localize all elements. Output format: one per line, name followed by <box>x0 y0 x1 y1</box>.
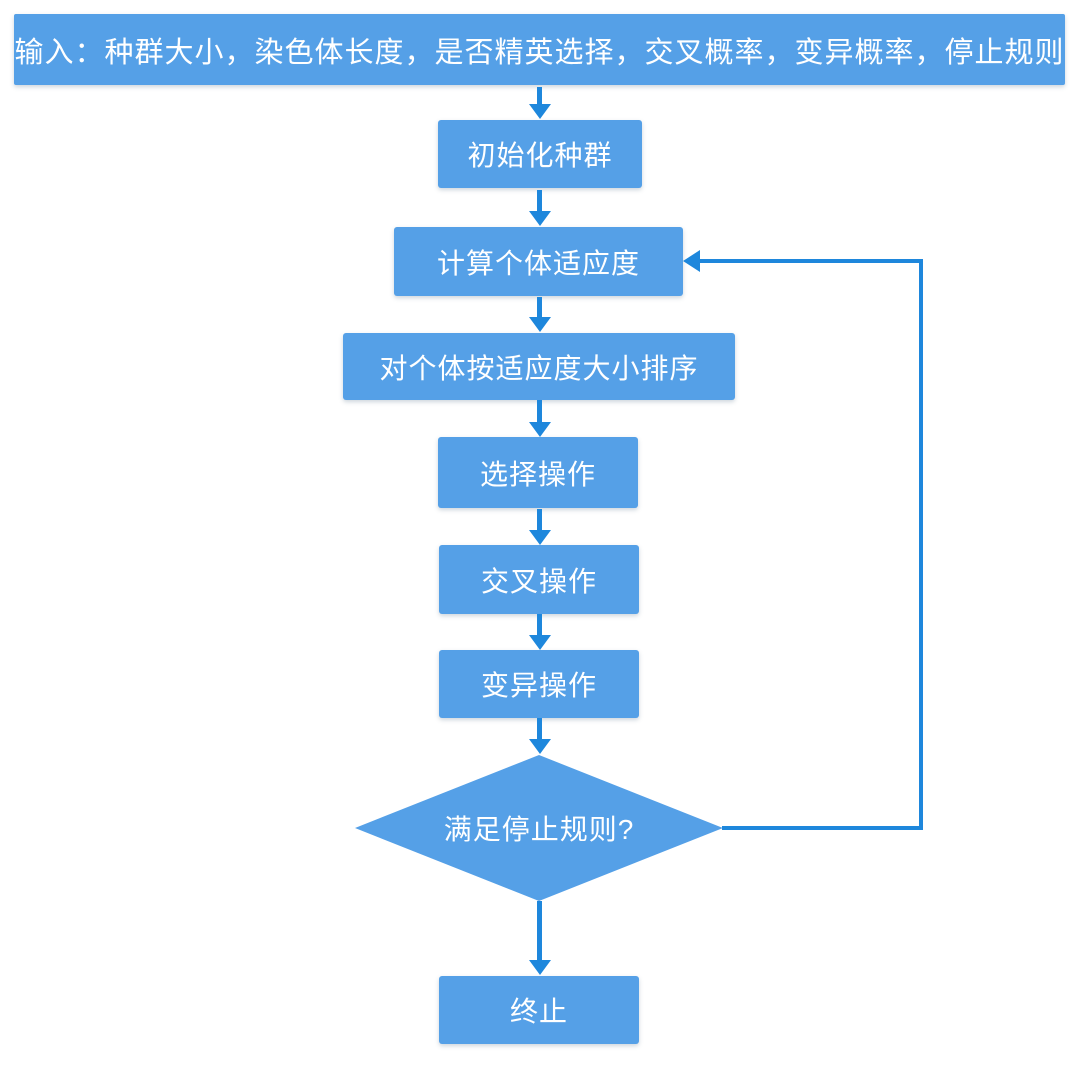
node-initialize-population: 初始化种群 <box>438 120 642 188</box>
node-mutation: 变异操作 <box>439 650 639 718</box>
edge-stem <box>537 509 542 530</box>
loop-right-segment <box>919 259 923 830</box>
arrowhead-left-icon <box>683 250 700 272</box>
arrowhead-down-icon <box>529 530 551 545</box>
arrowhead-down-icon <box>529 739 551 754</box>
input-banner: 输入：种群大小，染色体长度，是否精英选择，交叉概率，变异概率，停止规则 <box>14 14 1065 85</box>
edge-stem <box>537 87 542 105</box>
node-sort-by-fitness: 对个体按适应度大小排序 <box>343 333 735 400</box>
arrowhead-down-icon <box>529 422 551 437</box>
edge-stem <box>537 190 542 211</box>
arrowhead-down-icon <box>529 211 551 226</box>
loop-top-segment <box>699 259 923 263</box>
arrowhead-down-icon <box>529 960 551 975</box>
edge-stem <box>537 901 542 960</box>
node-compute-fitness: 计算个体适应度 <box>394 227 683 296</box>
node-crossover: 交叉操作 <box>439 545 639 614</box>
arrowhead-down-icon <box>529 104 551 119</box>
node-selection: 选择操作 <box>438 437 638 508</box>
arrowhead-down-icon <box>529 317 551 332</box>
node-stop-rule-check: 满足停止规则? <box>355 755 723 901</box>
edge-stem <box>537 297 542 317</box>
edge-stem <box>537 614 542 635</box>
edge-stem <box>537 400 542 422</box>
node-terminate: 终止 <box>439 976 639 1044</box>
edge-stem <box>537 718 542 739</box>
loop-bottom-segment <box>722 826 923 830</box>
arrowhead-down-icon <box>529 635 551 650</box>
